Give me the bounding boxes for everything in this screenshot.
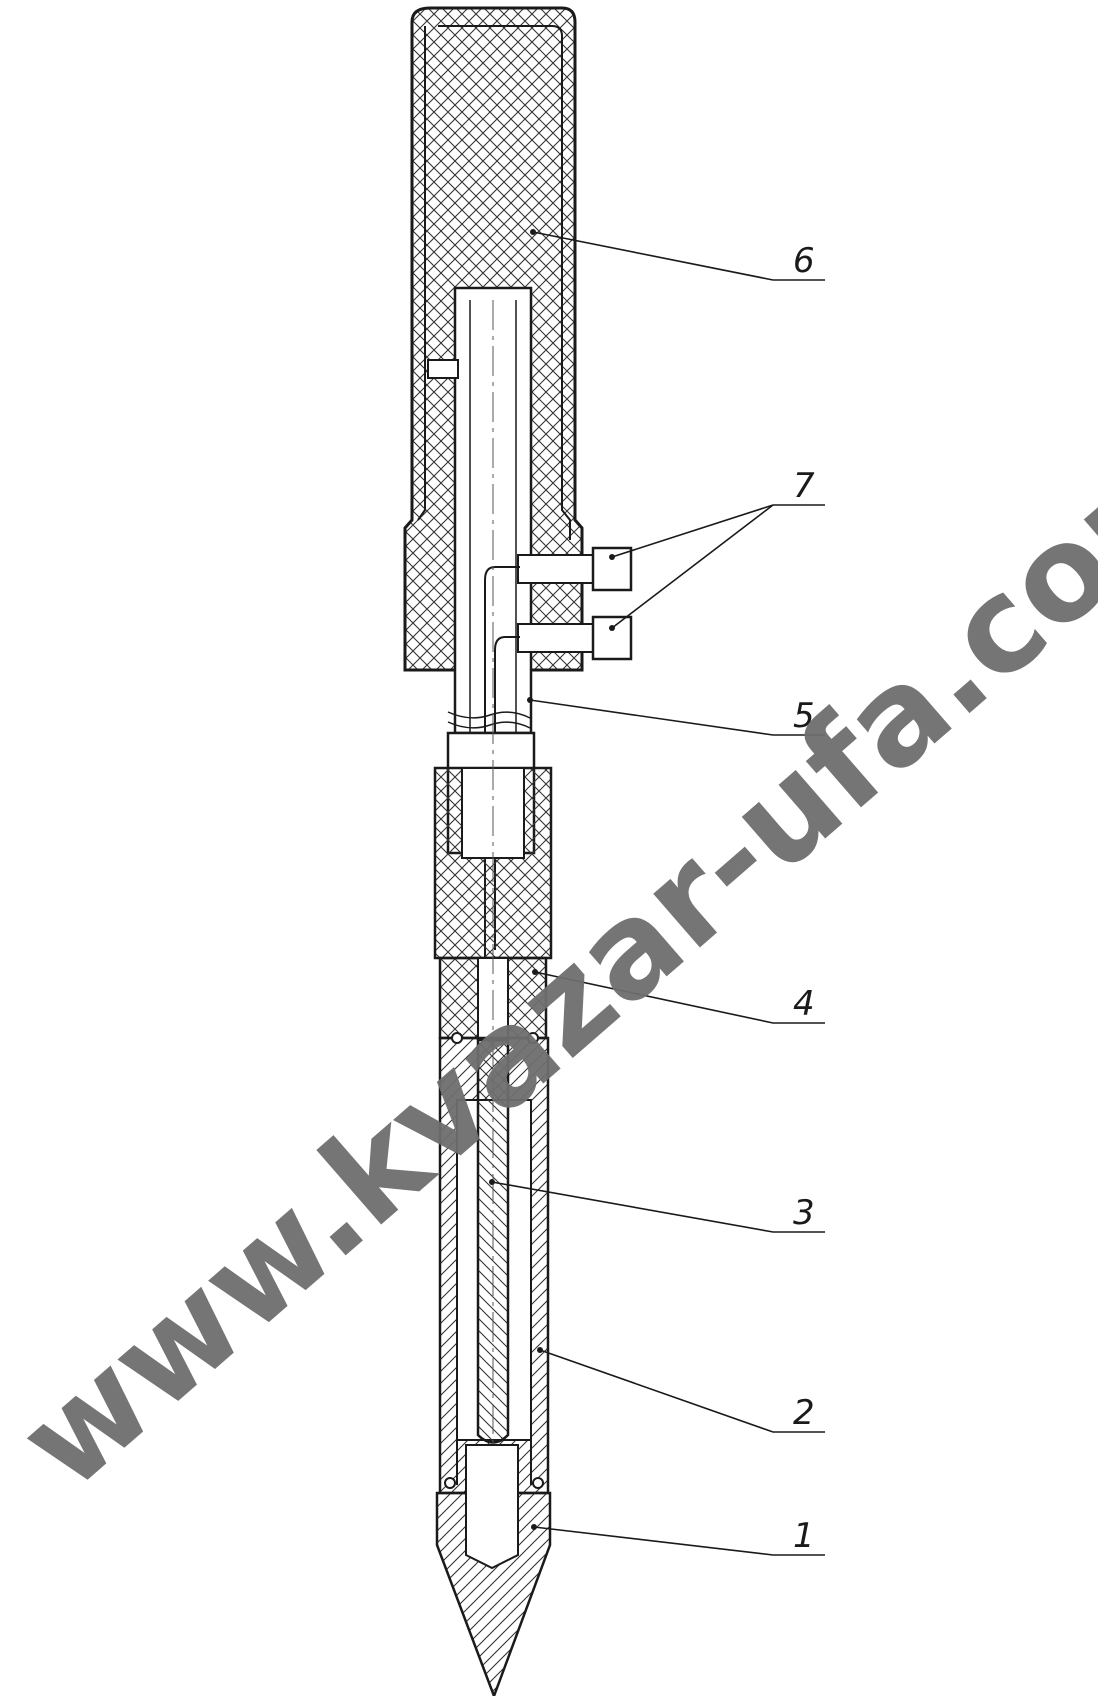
callout-5: 5 [793,696,815,736]
tip-part-1 [435,1440,552,1696]
callout-1: 1 [793,1516,815,1556]
callout-7: 7 [793,466,815,506]
callout-4: 4 [793,984,815,1024]
rod-part-3 [476,300,510,1560]
callout-3: 3 [793,1193,815,1233]
callout-6: 6 [793,241,815,281]
leader-lines [491,231,825,1556]
connectors-part-7 [484,546,633,960]
leader-dots [489,229,615,1530]
callout-2: 2 [793,1393,815,1433]
